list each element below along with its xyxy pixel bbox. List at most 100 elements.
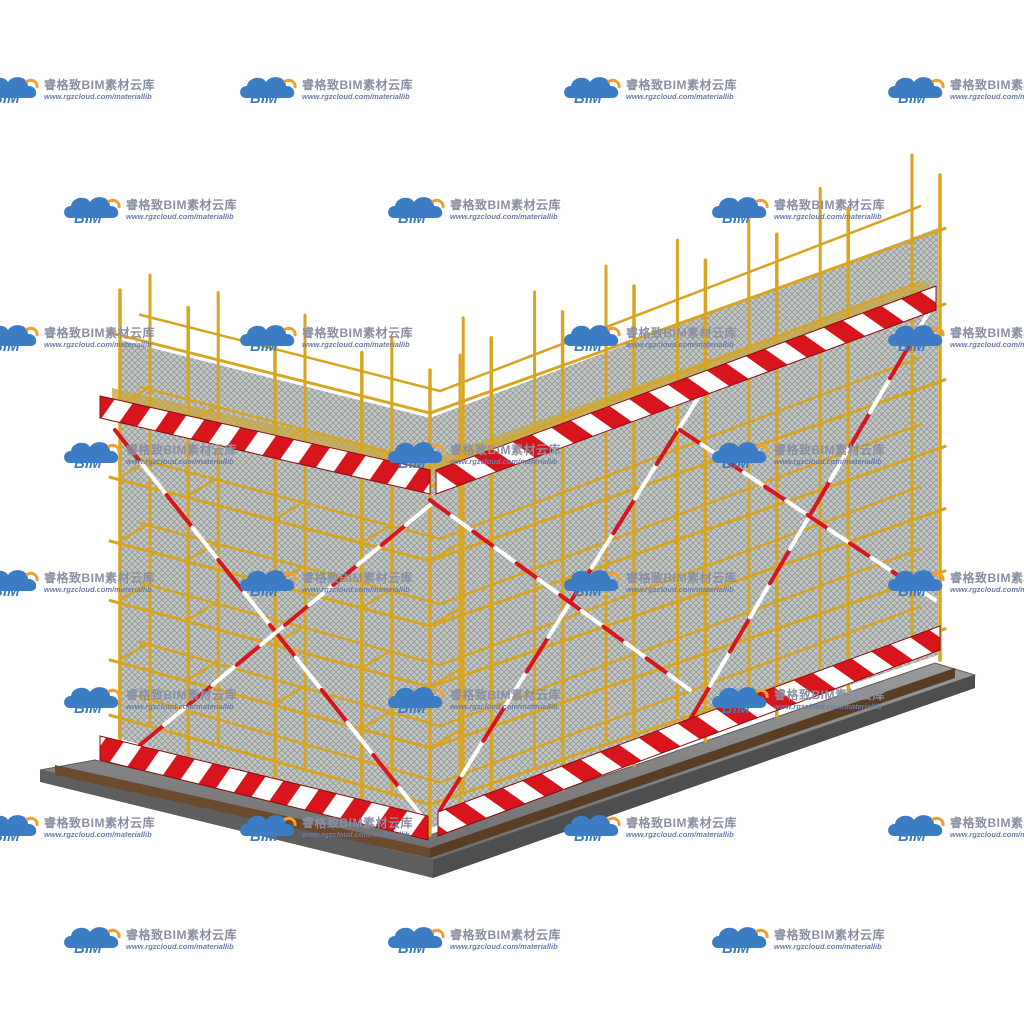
brace-segment [242, 590, 272, 627]
brace-segment [438, 773, 464, 812]
brace-segment [258, 623, 287, 647]
brace-segment [546, 600, 572, 640]
transom-pipe [360, 523, 394, 544]
ledger-pipe-inner [438, 485, 922, 667]
brace-segment [471, 529, 497, 550]
ledger-pipe-inner [438, 205, 922, 393]
brace-segment [848, 541, 874, 560]
ledger-pipe [108, 599, 432, 689]
ledger-pipe-inner [138, 696, 442, 784]
ledger-pipe [428, 444, 947, 628]
brace-segment [708, 649, 732, 688]
ledger-pipe [108, 331, 432, 415]
ledger-pipe-inner [138, 313, 442, 393]
timber-sleeper-left [55, 765, 430, 858]
hazard-board-left-bottom [99, 735, 429, 841]
transom-pipe [428, 667, 462, 689]
brace-segment [678, 428, 704, 447]
brace-segment [186, 683, 215, 707]
ledger-pipe [108, 658, 432, 750]
brace-segment [676, 393, 702, 432]
brace-segment [579, 608, 606, 629]
brace-segment [319, 688, 350, 725]
transom-pipe [118, 581, 152, 602]
brace-segment [234, 643, 263, 667]
ledger-pipe-inner [438, 423, 922, 606]
brace-segment [558, 593, 584, 613]
brace-segment [481, 704, 507, 743]
brace-segment [514, 561, 541, 582]
brace-segment [888, 342, 912, 381]
brace-segment [138, 460, 169, 497]
brace-segment [283, 603, 312, 627]
brace-segment [524, 635, 551, 674]
brace-segment [503, 669, 529, 709]
brace-segment [633, 462, 659, 501]
transom-pipe [273, 499, 307, 521]
transom-pipe [360, 588, 394, 609]
ledger-pipe [108, 713, 432, 807]
hazard-board-right-top [435, 285, 937, 495]
brace-segment [644, 656, 671, 677]
transom-pipe [273, 684, 307, 706]
brace-segment [493, 545, 519, 566]
brace-segment [379, 523, 408, 547]
brace-segment [428, 498, 454, 518]
brace-segment [623, 640, 649, 661]
brace-segment [666, 672, 692, 692]
brace-segment [210, 663, 239, 687]
brace-segment [536, 577, 562, 597]
ledger-pipe [428, 226, 947, 415]
brace-segment [601, 624, 627, 645]
timber-sleeper-right [430, 668, 955, 858]
transom-pipe [428, 606, 462, 628]
transom-pipe [118, 521, 152, 543]
brace-segment [190, 525, 221, 562]
brace-segment [113, 428, 143, 465]
transom-pipe [186, 476, 220, 497]
ground-slab-edge [40, 770, 433, 878]
brace-segment [763, 484, 789, 503]
brace-segment [164, 493, 195, 530]
ledger-pipe [428, 507, 947, 689]
hazard-board-right-bottom [437, 625, 941, 837]
brace-segment [748, 581, 772, 620]
brace-segment [162, 703, 191, 727]
transom-pipe [186, 660, 220, 681]
ledger-pipe-inner [438, 280, 922, 467]
brace-segment [449, 513, 476, 534]
brace-segment [826, 527, 852, 546]
transom-pipe [360, 648, 394, 670]
brace-segment [611, 496, 637, 536]
ledger-pipe [428, 569, 947, 750]
brace-segment [138, 723, 167, 747]
brace-segment [784, 498, 810, 517]
cross-braces [113, 308, 937, 822]
brace-segment [741, 470, 767, 489]
brace-segment [654, 427, 681, 467]
brace-segment [268, 623, 298, 660]
transom-pipe [360, 709, 394, 730]
ledger-pipe-inner [438, 605, 922, 784]
brace-segment [307, 583, 336, 607]
brace-segment [331, 563, 360, 587]
brace-segment [788, 513, 812, 552]
transom-pipe [118, 640, 152, 662]
transom-pipe [186, 600, 220, 621]
brace-segment [688, 683, 712, 722]
transom-pipe [428, 541, 462, 563]
brace-segment [768, 547, 792, 586]
brace-segment [371, 753, 402, 790]
transom-pipe [118, 458, 152, 479]
transom-pipe [186, 540, 220, 561]
brace-segment [345, 720, 376, 757]
brace-segment [728, 615, 752, 654]
brace-segment [808, 478, 832, 517]
brace-segment [828, 444, 852, 483]
brace-segment [355, 543, 384, 567]
ledger-pipe [428, 378, 947, 563]
hazard-board-left-top [99, 395, 431, 495]
ledger-pipe-inner [438, 547, 922, 728]
brace-segment [848, 410, 872, 449]
